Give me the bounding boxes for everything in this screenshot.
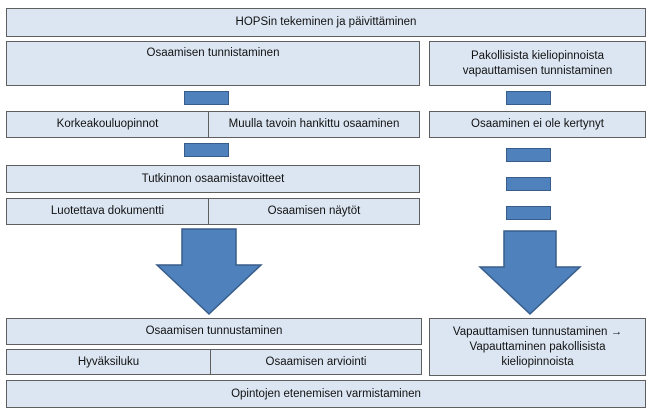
competence-not-accumulated-label: Osaaminen ei ole kertynyt (471, 118, 604, 130)
exemption-recognition-box: Vapauttamisen tunnustaminen → Vapauttami… (429, 318, 646, 376)
progress-assurance-label: Opintojen etenemisen varmistaminen (231, 387, 421, 400)
language-exemption-identification-line2: vapauttamisen tunnistaminen (462, 64, 613, 77)
connector-right-1 (506, 91, 551, 105)
connector-left-2 (184, 143, 229, 157)
outcome-credit-transfer-box: Hyväksiluku (6, 349, 211, 375)
connector-right-2 (506, 148, 551, 162)
outcome-assessment-box: Osaamisen arviointi (210, 349, 422, 375)
source-other-competence-label: Muulla tavoin hankittu osaaminen (228, 118, 400, 130)
exemption-recognition-line3: kieliopinnoista (501, 355, 574, 368)
source-higher-education-label: Korkeakouluopinnot (56, 118, 159, 130)
evidence-document-label: Luotettava dokumentti (50, 205, 165, 217)
identification-label: Osaamisen tunnistaminen (146, 47, 280, 59)
evidence-document-box: Luotettava dokumentti (6, 198, 209, 225)
down-arrow-left (155, 228, 263, 316)
identification-box: Osaamisen tunnistaminen (6, 41, 420, 86)
recognition-label: Osaamisen tunnustaminen (145, 325, 283, 337)
exemption-recognition-line1: Vapauttamisen tunnustaminen → (452, 325, 623, 338)
evidence-demonstration-box: Osaamisen näytöt (208, 198, 420, 225)
degree-goals-label: Tutkinnon osaamistavoitteet (141, 172, 285, 185)
degree-goals-box: Tutkinnon osaamistavoitteet (6, 165, 420, 193)
progress-assurance-box: Opintojen etenemisen varmistaminen (6, 380, 646, 408)
hops-title-box: HOPSin tekeminen ja päivittäminen (6, 8, 646, 37)
down-arrow-right (478, 230, 582, 316)
source-other-competence-box: Muulla tavoin hankittu osaaminen (208, 111, 420, 138)
evidence-demonstration-label: Osaamisen näytöt (267, 205, 361, 217)
recognition-box: Osaamisen tunnustaminen (6, 318, 422, 345)
exemption-recognition-line2: Vapauttaminen pakollisista (469, 340, 606, 353)
outcome-assessment-label: Osaamisen arviointi (265, 355, 367, 368)
competence-not-accumulated-box: Osaaminen ei ole kertynyt (429, 111, 646, 138)
outcome-credit-transfer-label: Hyväksiluku (77, 355, 140, 368)
language-exemption-identification-line1: Pakollisista kieliopinnoista (471, 49, 604, 62)
connector-right-4 (506, 206, 551, 220)
connector-right-3 (506, 177, 551, 191)
connector-left-1 (184, 91, 229, 105)
hops-title: HOPSin tekeminen ja päivittäminen (235, 16, 417, 28)
source-higher-education-box: Korkeakouluopinnot (6, 111, 209, 138)
language-exemption-identification-box: Pakollisista kieliopinnoista vapauttamis… (429, 41, 646, 86)
